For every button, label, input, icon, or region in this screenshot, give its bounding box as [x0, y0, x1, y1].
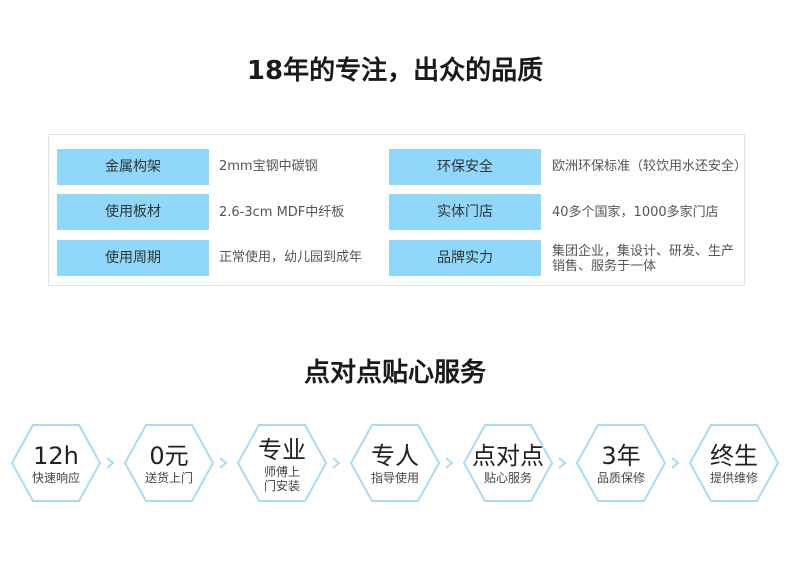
service-main: 终生: [710, 442, 758, 470]
service-step-guidance: 专人 指导使用: [349, 423, 441, 503]
service-step-p2p: 点对点 贴心服务: [462, 423, 554, 503]
hexagon-outline-icon: [236, 424, 328, 502]
chevron-right-icon: [671, 457, 680, 469]
service-title: 点对点贴心服务: [303, 358, 486, 388]
service-step-install: 专业 师傅上门安装: [236, 423, 328, 503]
service-step-response: 12h 快速响应: [10, 423, 102, 503]
spec-label-safety: 环保安全: [389, 149, 541, 185]
spec-value-stores: 40多个国家，1000多家门店: [552, 205, 719, 220]
page-title: 18年的专注，出众的品质: [246, 56, 544, 86]
chevron-right-icon: [332, 457, 341, 469]
spec-value-brand: 集团企业，集设计、研发、生产销售、服务于一体: [552, 244, 735, 274]
service-sub: 提供维修: [709, 471, 758, 485]
hexagon-outline-icon: [462, 424, 554, 502]
service-step-warranty: 3年 品质保修: [575, 423, 667, 503]
service-steps: 12h 快速响应 0元 送货上门 专业 师傅上门安装 专人 指导使用 点对点 贴…: [0, 423, 790, 503]
service-main: 专业: [258, 436, 306, 464]
spec-value-board: 2.6-3cm MDF中纤板: [219, 205, 345, 220]
spec-value-lifespan: 正常使用，幼儿园到成年: [219, 250, 363, 265]
service-step-delivery: 0元 送货上门: [123, 423, 215, 503]
spec-panel: 金属构架 2mm宝钢中碳钢 环保安全 欧洲环保标准（较饮用水还安全） 使用板材 …: [48, 134, 748, 286]
service-main: 12h: [33, 442, 79, 470]
spec-value-safety: 欧洲环保标准（较饮用水还安全）: [552, 159, 748, 174]
spec-label-stores: 实体门店: [389, 194, 541, 230]
service-sub: 指导使用: [370, 471, 419, 485]
chevron-right-icon: [558, 457, 567, 469]
hexagon-outline-icon: [10, 424, 102, 502]
service-sub: 品质保修: [596, 471, 645, 485]
hexagon-outline-icon: [349, 424, 441, 502]
spec-label-frame: 金属构架: [57, 149, 209, 185]
service-sub: 师傅上门安装: [263, 465, 300, 493]
chevron-right-icon: [445, 457, 454, 469]
spec-label-lifespan: 使用周期: [57, 240, 209, 276]
service-step-repair: 终生 提供维修: [688, 423, 780, 503]
service-sub: 送货上门: [144, 471, 193, 485]
chevron-right-icon: [106, 457, 115, 469]
spec-label-brand: 品牌实力: [389, 240, 541, 276]
hexagon-outline-icon: [688, 424, 780, 502]
service-main: 0元: [149, 442, 189, 470]
service-main: 点对点: [472, 442, 544, 470]
spec-value-frame: 2mm宝钢中碳钢: [219, 159, 318, 174]
hexagon-outline-icon: [123, 424, 215, 502]
service-sub: 快速响应: [31, 471, 80, 485]
service-main: 专人: [371, 442, 419, 470]
service-sub: 贴心服务: [483, 471, 532, 485]
spec-label-board: 使用板材: [57, 194, 209, 230]
chevron-right-icon: [219, 457, 228, 469]
service-main: 3年: [601, 442, 641, 470]
hexagon-outline-icon: [575, 424, 667, 502]
